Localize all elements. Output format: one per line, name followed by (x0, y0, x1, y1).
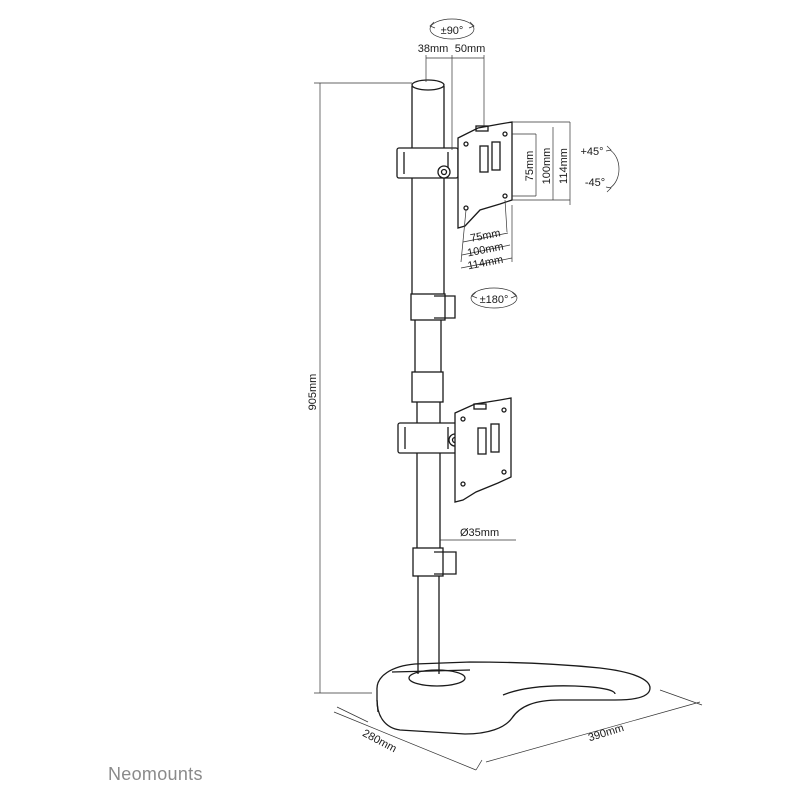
vesa-h75-label: 75mm (469, 227, 501, 245)
height-label: 905mm (307, 374, 319, 411)
vesa-vertical-dimensions: 75mm 100mm 114mm (512, 121, 571, 205)
brand-logo: Neomounts (108, 764, 203, 784)
tilt-down-label: -45° (585, 177, 605, 189)
pole-diameter-label: Ø35mm (460, 527, 499, 539)
upper-clamp (396, 147, 459, 179)
rotation-indicator: ±180° (470, 287, 518, 309)
lower-vesa-plate (454, 397, 512, 503)
base-depth-label: 280mm (360, 727, 398, 755)
vesa-v114-label: 114mm (558, 148, 570, 184)
swivel-indicator: ±90° (429, 18, 475, 40)
tilt-indicator: +45° -45° (580, 145, 620, 193)
rotate-label: ±180° (480, 294, 509, 306)
offset-b-label: 50mm (455, 43, 486, 55)
base-width-label: 390mm (587, 722, 626, 744)
height-dimension: 905mm (307, 82, 412, 694)
lower-clamp (397, 422, 462, 454)
offset-dimensions: 38mm 50mm (418, 43, 486, 150)
offset-a-label: 38mm (418, 43, 449, 55)
stand-base (376, 661, 651, 735)
upper-vesa-plate (457, 121, 513, 229)
cable-clips (434, 295, 457, 575)
vesa-horizontal-dimensions: 75mm 100mm 114mm (460, 199, 513, 272)
vesa-v75-label: 75mm (524, 151, 536, 182)
pole-diameter-dimension: Ø35mm (440, 527, 516, 541)
swivel-label: ±90° (441, 25, 464, 37)
tilt-up-label: +45° (580, 146, 603, 158)
vesa-v100-label: 100mm (541, 148, 553, 185)
